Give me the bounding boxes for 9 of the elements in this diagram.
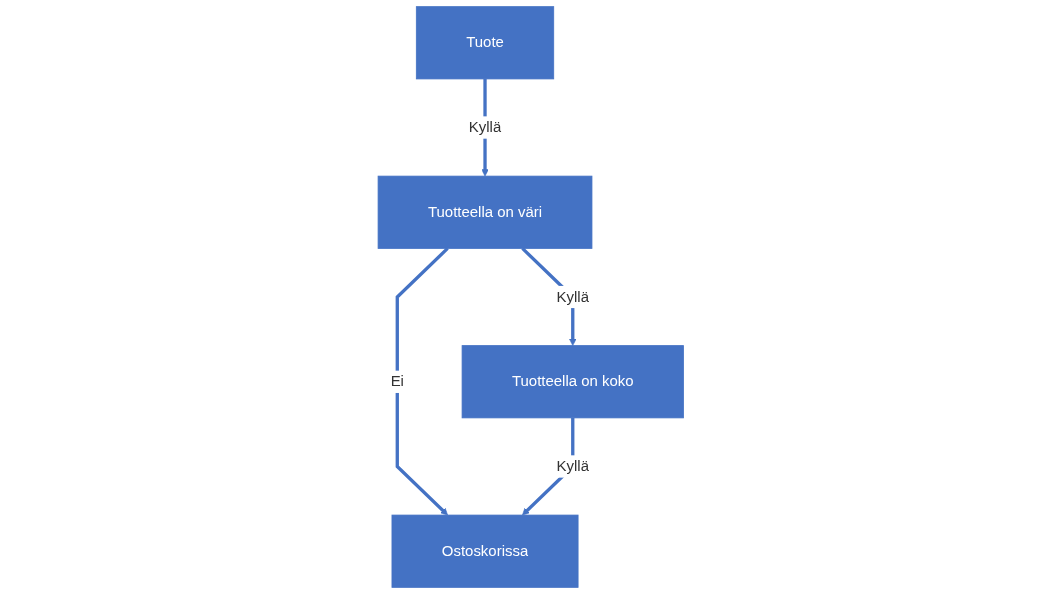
edge-label: Kyllä bbox=[556, 457, 590, 475]
node-box: Ostoskorissa bbox=[391, 514, 579, 588]
node-box: Tuotteella on väri bbox=[377, 175, 593, 249]
node-box: Tuotteella on koko bbox=[461, 345, 685, 419]
node-box: Tuote bbox=[416, 6, 555, 80]
edge-label: Kyllä bbox=[469, 118, 502, 136]
arrow bbox=[395, 247, 449, 516]
edge-label: Kyllä bbox=[556, 288, 590, 305]
edge-label: Ei bbox=[390, 373, 405, 390]
